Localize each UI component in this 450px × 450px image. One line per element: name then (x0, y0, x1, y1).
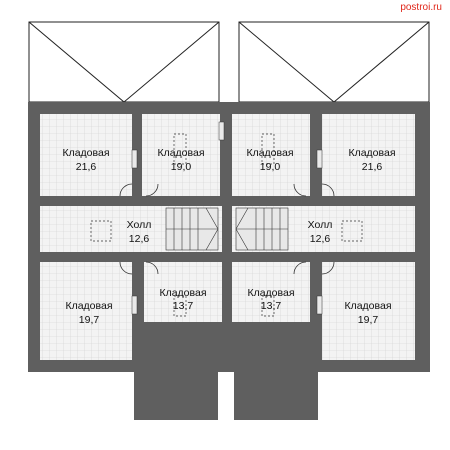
label-storage-tm1-area: 19,0 (171, 161, 192, 173)
roof-left (28, 21, 220, 103)
label-storage-tr-name: Кладовая (348, 147, 395, 159)
label-storage-tl-area: 21,6 (76, 161, 97, 173)
label-storage-br-name: Кладовая (344, 300, 391, 312)
floor-storage-bm2 (232, 262, 310, 322)
door-arc-bm2 (293, 261, 307, 275)
label-storage-bm2-area: 13,7 (261, 300, 282, 312)
floor-hall-right (290, 206, 415, 252)
door-arc-br (321, 261, 335, 275)
door-arc-tm2 (293, 183, 307, 197)
label-hall-right-area: 12,6 (310, 233, 331, 245)
floor-storage-tr (322, 114, 415, 196)
staircase-right (235, 207, 289, 251)
doors (119, 183, 335, 275)
roof-outlines (28, 21, 430, 103)
label-storage-tm2-area: 19,0 (260, 161, 281, 173)
wall-vents (131, 121, 323, 315)
label-storage-bm1-area: 13,7 (173, 300, 194, 312)
door-arc-tl (119, 183, 133, 197)
floor-storage-tm1 (142, 114, 220, 196)
wall-protrusions (20, 196, 440, 262)
label-storage-tm2-name: Кладовая (246, 147, 293, 159)
door-arc-bm1 (145, 261, 159, 275)
door-arc-tm1 (145, 183, 159, 197)
label-storage-tm1-name: Кладовая (157, 147, 204, 159)
dashed-fixtures (90, 133, 363, 317)
floor-storage-bl (40, 262, 132, 360)
label-storage-tl-name: Кладовая (62, 147, 109, 159)
floor-storage-tm2 (232, 114, 310, 196)
label-storage-tr-area: 21,6 (362, 161, 383, 173)
label-storage-bl-name: Кладовая (65, 300, 112, 312)
floor-storage-br (322, 262, 415, 360)
label-storage-br-area: 19,7 (358, 314, 379, 326)
label-storage-bm2-name: Кладовая (247, 287, 294, 299)
staircase-left (165, 207, 219, 251)
floor-storage-bm1 (144, 262, 222, 322)
label-storage-bl-area: 19,7 (79, 314, 100, 326)
label-storage-bm1-name: Кладовая (159, 287, 206, 299)
label-hall-right-name: Холл (308, 219, 333, 231)
label-hall-left-name: Холл (127, 219, 152, 231)
floor-storage-tl (40, 114, 132, 196)
roof-right (238, 21, 430, 103)
watermark[interactable]: postroi.ru (400, 2, 442, 13)
label-hall-left-area: 12,6 (129, 233, 150, 245)
floor-hall-left (40, 206, 164, 252)
door-arc-bl (119, 261, 133, 275)
room-labels: Кладовая 21,6 Кладовая 19,0 Кладовая 19,… (62, 147, 395, 326)
door-arc-tr (321, 183, 335, 197)
